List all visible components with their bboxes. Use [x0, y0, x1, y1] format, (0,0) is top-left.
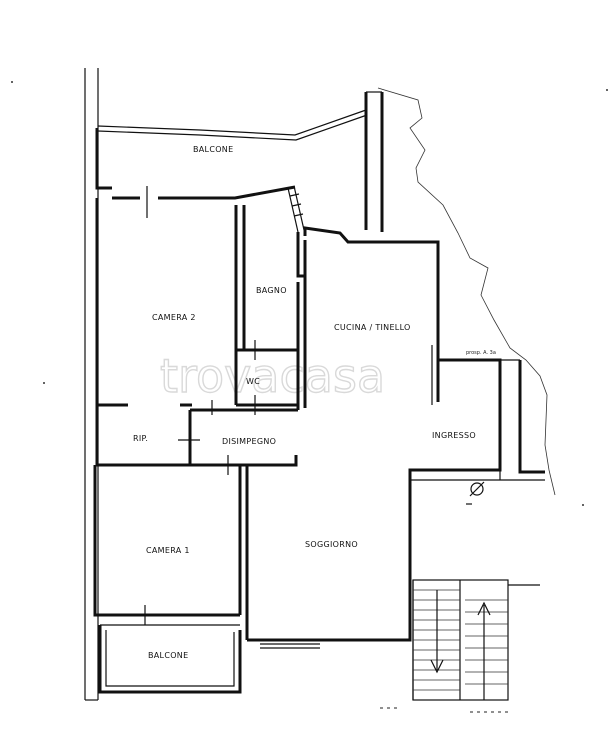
bathroom-walls: [236, 205, 305, 415]
label-ingresso: INGRESSO: [432, 431, 476, 440]
label-cucina-tinello: CUCINA / TINELLO: [334, 323, 411, 332]
entrance-walls: [408, 358, 545, 565]
staircase: [380, 579, 540, 713]
room-labels: BALCONE CAMERA 2 BAGNO WC CUCINA / TINEL…: [133, 145, 496, 660]
balcony-top: [95, 105, 368, 190]
label-bagno: BAGNO: [256, 286, 287, 295]
living-room-walls: [247, 470, 412, 649]
kitchen-walls: [303, 226, 440, 408]
label-camera-2: CAMERA 2: [152, 313, 196, 322]
paper-specks: [11, 81, 608, 506]
riser-walls: [364, 91, 384, 232]
entrance-door-icon: [466, 481, 485, 505]
bedroom-2-walls: [95, 185, 296, 415]
label-soggiorno: SOGGIORNO: [305, 540, 358, 549]
label-wc: WC: [246, 377, 260, 386]
label-north-note: prosp. A. 3a: [466, 350, 496, 356]
label-rip: RIP.: [133, 434, 148, 443]
label-disimpegno: DISIMPEGNO: [222, 437, 276, 446]
label-camera-1: CAMERA 1: [146, 546, 190, 555]
window-frame: [287, 185, 305, 233]
balcony-bottom: [98, 624, 242, 694]
bedroom-1-walls: [93, 465, 249, 640]
watermark: trovacasa: [160, 349, 385, 403]
hallway-walls: [95, 405, 298, 475]
label-balcone-bottom: BALCONE: [148, 651, 188, 660]
lot-boundary: [377, 87, 556, 496]
label-balcone-top: BALCONE: [193, 145, 233, 154]
